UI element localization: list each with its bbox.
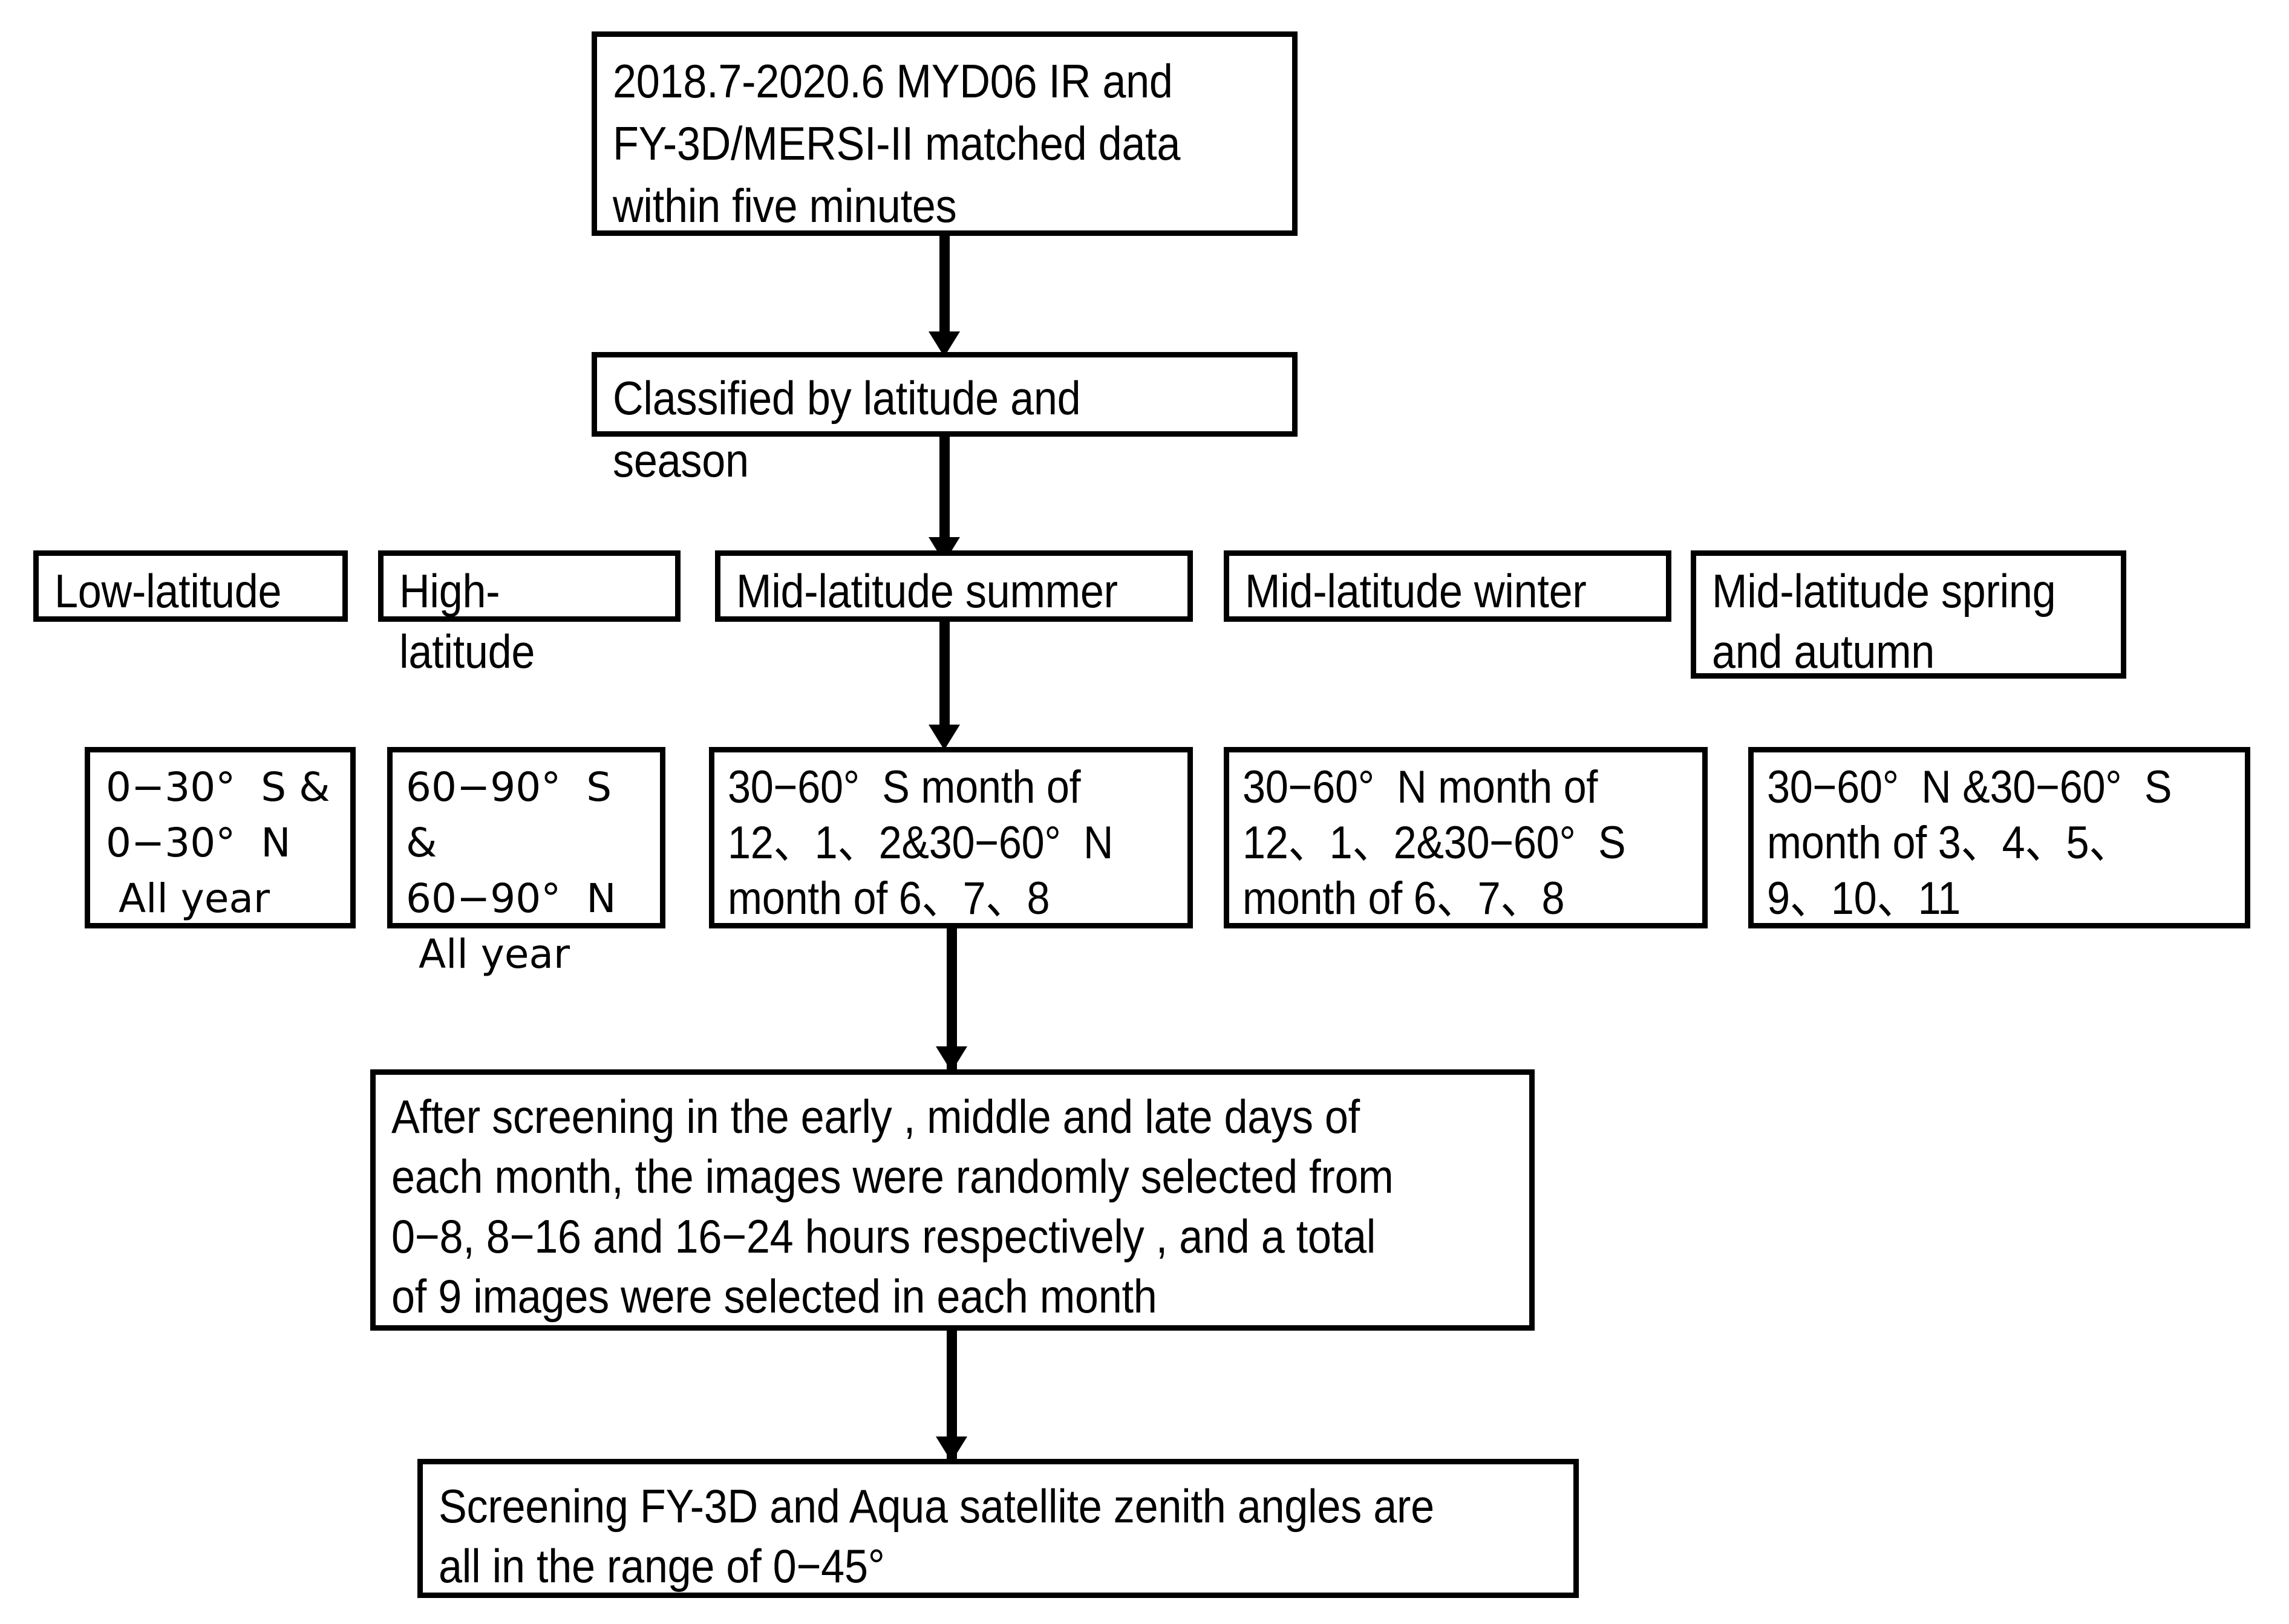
node-category-high-latitude: High-latitude [378, 550, 681, 678]
node-source-data-label: 2018.7-2020.6 MYD06 IR and FY-3D/MERSI-I… [613, 54, 1192, 232]
node-zenith-angle-screening-label: Screening FY-3D and Aqua satellite zenit… [439, 1479, 1446, 1593]
node-category-high-latitude-label: High-latitude [399, 564, 535, 678]
arrow-detail-to-screening-shaft [947, 928, 957, 1071]
arrow-screening-to-zenith-shaft [947, 1331, 957, 1461]
arrow-detail-to-screening-head [936, 1046, 967, 1072]
node-source-data: 2018.7-2020.6 MYD06 IR and FY-3D/MERSI-I… [592, 31, 1298, 236]
arrow-source-to-classify-shaft [939, 236, 950, 339]
node-zenith-angle-screening: Screening FY-3D and Aqua satellite zenit… [417, 1459, 1579, 1598]
node-screening-procedure: After screening in the early , middle an… [370, 1069, 1535, 1331]
node-classify: Classified by latitude and season [592, 352, 1298, 487]
node-detail-low-latitude: 0−30° S & 0−30° N All year [85, 747, 356, 928]
node-category-mid-latitude-winter: Mid-latitude winter [1224, 550, 1671, 622]
node-detail-mid-latitude-spring-autumn-label: 30−60° N &30−60° S month of 3、4、5、9、10、1… [1767, 761, 2183, 924]
node-detail-mid-latitude-summer-label: 30−60° S month of 12、1、2&30−60° N month … [728, 761, 1125, 924]
node-category-mid-latitude-spring-autumn: Mid-latitude spring and autumn [1691, 550, 2126, 679]
node-category-mid-latitude-summer-label: Mid-latitude summer [736, 564, 1118, 618]
node-detail-mid-latitude-summer: 30−60° S month of 12、1、2&30−60° N month … [709, 747, 1193, 928]
node-category-mid-latitude-summer: Mid-latitude summer [715, 550, 1193, 622]
node-detail-mid-latitude-winter-label: 30−60° N month of 12、1、2&30−60° S month … [1242, 761, 1638, 924]
arrow-screening-to-zenith-head [936, 1436, 967, 1462]
arrow-mid-summer-to-detail-shaft [939, 622, 950, 731]
node-classify-label: Classified by latitude and season [613, 371, 1092, 487]
node-screening-procedure-label: After screening in the early , middle an… [391, 1090, 1405, 1323]
node-category-low-latitude-label: Low-latitude [54, 564, 282, 618]
node-category-low-latitude: Low-latitude [33, 550, 348, 622]
node-detail-mid-latitude-winter: 30−60° N month of 12、1、2&30−60° S month … [1224, 747, 1708, 928]
arrow-mid-summer-to-detail-head [929, 725, 960, 750]
node-detail-low-latitude-label: 0−30° S & 0−30° N All year [106, 764, 330, 922]
node-detail-high-latitude: 60−90° S & 60−90° N All year [387, 747, 665, 977]
node-detail-high-latitude-label: 60−90° S & 60−90° N All year [406, 764, 616, 977]
arrow-classify-to-mid-summer-shaft [939, 437, 950, 544]
node-category-mid-latitude-winter-label: Mid-latitude winter [1245, 564, 1587, 618]
node-category-mid-latitude-spring-autumn-label: Mid-latitude spring and autumn [1712, 564, 2068, 678]
node-detail-mid-latitude-spring-autumn: 30−60° N &30−60° S month of 3、4、5、9、10、1… [1748, 747, 2250, 928]
